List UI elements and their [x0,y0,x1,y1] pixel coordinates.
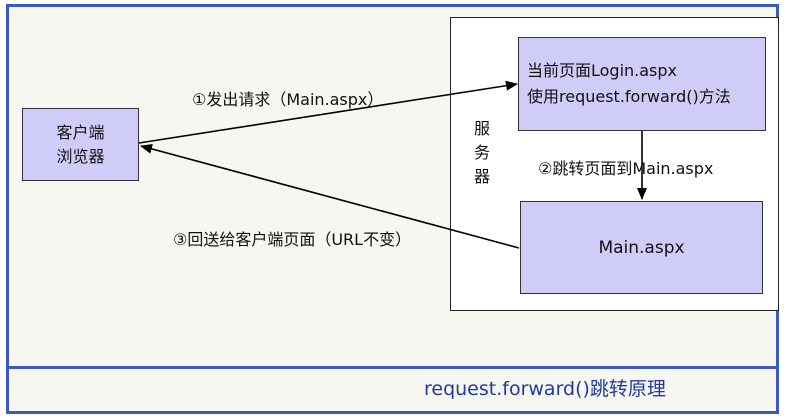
login-line-1: 当前页面Login.aspx [527,61,678,80]
arrow-request-label: ①发出请求（Main.aspx） [192,90,384,109]
server-label-char-1: 服 [474,119,491,138]
server-label-char-3: 器 [474,167,491,186]
client-browser-box: 客户端 浏览器 [22,108,139,181]
login-line-2: 使用request.forward()方法 [527,87,731,106]
client-line-2: 浏览器 [56,146,105,166]
arrow-response [140,144,520,249]
diagram-caption: request.forward()跳转原理 [424,378,666,400]
login-page-box: 当前页面Login.aspx 使用request.forward()方法 [518,37,766,131]
server-label-char-2: 务 [474,143,491,162]
main-page-label: Main.aspx [598,237,685,258]
server-label: 服 务 器 [474,117,490,189]
arrow-forward-label: ②跳转页面到Main.aspx [538,159,714,178]
caption-divider [9,366,776,369]
arrow-response-label: ③回送给客户端页面（URL不变） [173,230,412,249]
main-page-box: Main.aspx [520,201,763,294]
arrow-request [138,80,518,144]
client-line-1: 客户端 [56,122,105,142]
